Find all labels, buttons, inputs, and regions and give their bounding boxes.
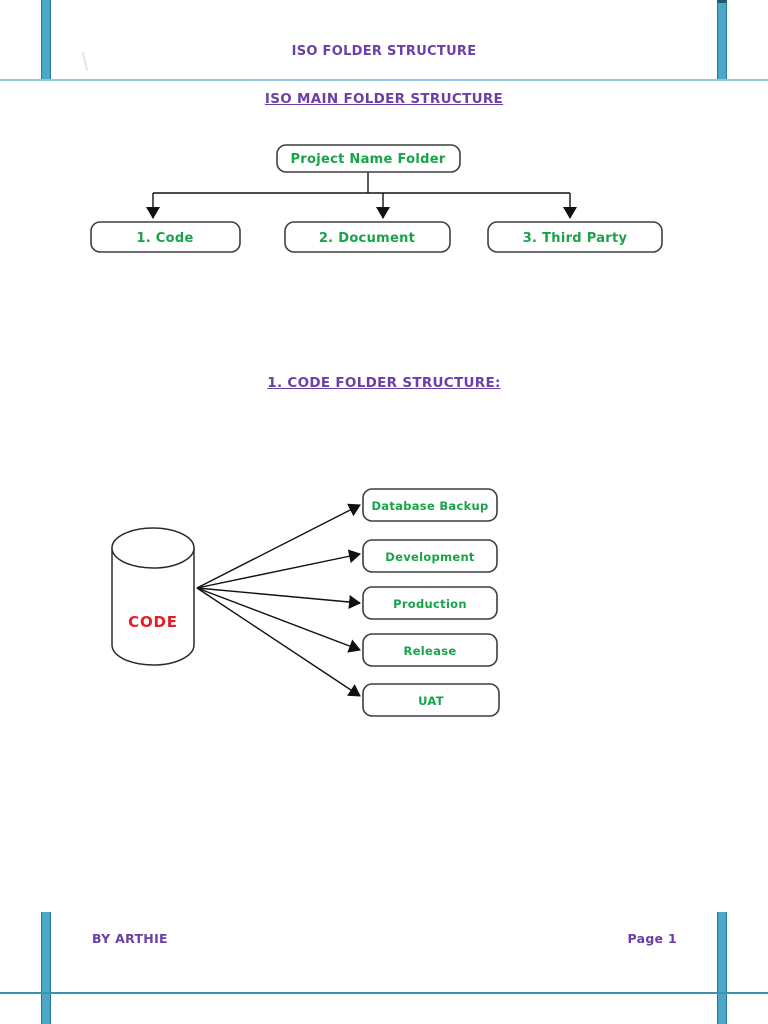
node-document-folder	[284, 221, 451, 253]
heading-code-folder-structure: 1. CODE FOLDER STRUCTURE:	[267, 375, 501, 391]
node-code-folder	[90, 221, 241, 253]
node-release	[362, 633, 498, 667]
node-third-party-folder-label: 3. Third Party	[523, 231, 628, 246]
arrow-to-release	[196, 587, 361, 653]
node-project-name-folder	[276, 144, 461, 173]
accent-bar-top-right	[717, 0, 727, 80]
node-database-backup-label: Database Backup	[371, 499, 488, 513]
code-folder-diagram: CODE Database Backup Development Product…	[111, 488, 500, 717]
arrow-to-development	[196, 549, 361, 589]
node-project-name-folder-label: Project Name Folder	[290, 152, 445, 167]
node-third-party-folder	[487, 221, 663, 253]
accent-bar-bottom-left	[41, 912, 51, 1024]
footer-author: BY ARTHIE	[92, 931, 168, 946]
arrow-to-uat	[196, 587, 361, 697]
node-uat-label: UAT	[418, 694, 444, 708]
footer-divider-line	[0, 992, 768, 994]
node-production	[362, 586, 498, 620]
code-cylinder-body	[111, 548, 195, 666]
code-cylinder-label: CODE	[128, 613, 178, 631]
accent-bar-top-left	[41, 0, 51, 80]
node-code-folder-label: 1. Code	[136, 231, 193, 246]
code-cylinder-top	[111, 527, 195, 569]
node-development-label: Development	[385, 550, 475, 564]
footer-page-number: Page 1	[627, 931, 677, 946]
arrow-to-production	[196, 587, 361, 609]
page-header-title: ISO FOLDER STRUCTURE	[291, 44, 477, 59]
node-production-label: Production	[393, 597, 467, 611]
accent-bar-bottom-right	[717, 912, 727, 1024]
header-divider-line	[0, 79, 768, 81]
org-chart-connector-lines	[153, 171, 570, 194]
node-uat	[362, 683, 500, 717]
node-development	[362, 539, 498, 573]
arrow-to-database-backup	[196, 503, 361, 589]
main-folder-org-chart: Project Name Folder 1. Code 2. Document …	[90, 144, 663, 253]
node-document-folder-label: 2. Document	[319, 231, 415, 246]
node-release-label: Release	[404, 644, 457, 658]
heading-main-folder-structure: ISO MAIN FOLDER STRUCTURE	[264, 91, 504, 107]
node-database-backup	[362, 488, 498, 522]
